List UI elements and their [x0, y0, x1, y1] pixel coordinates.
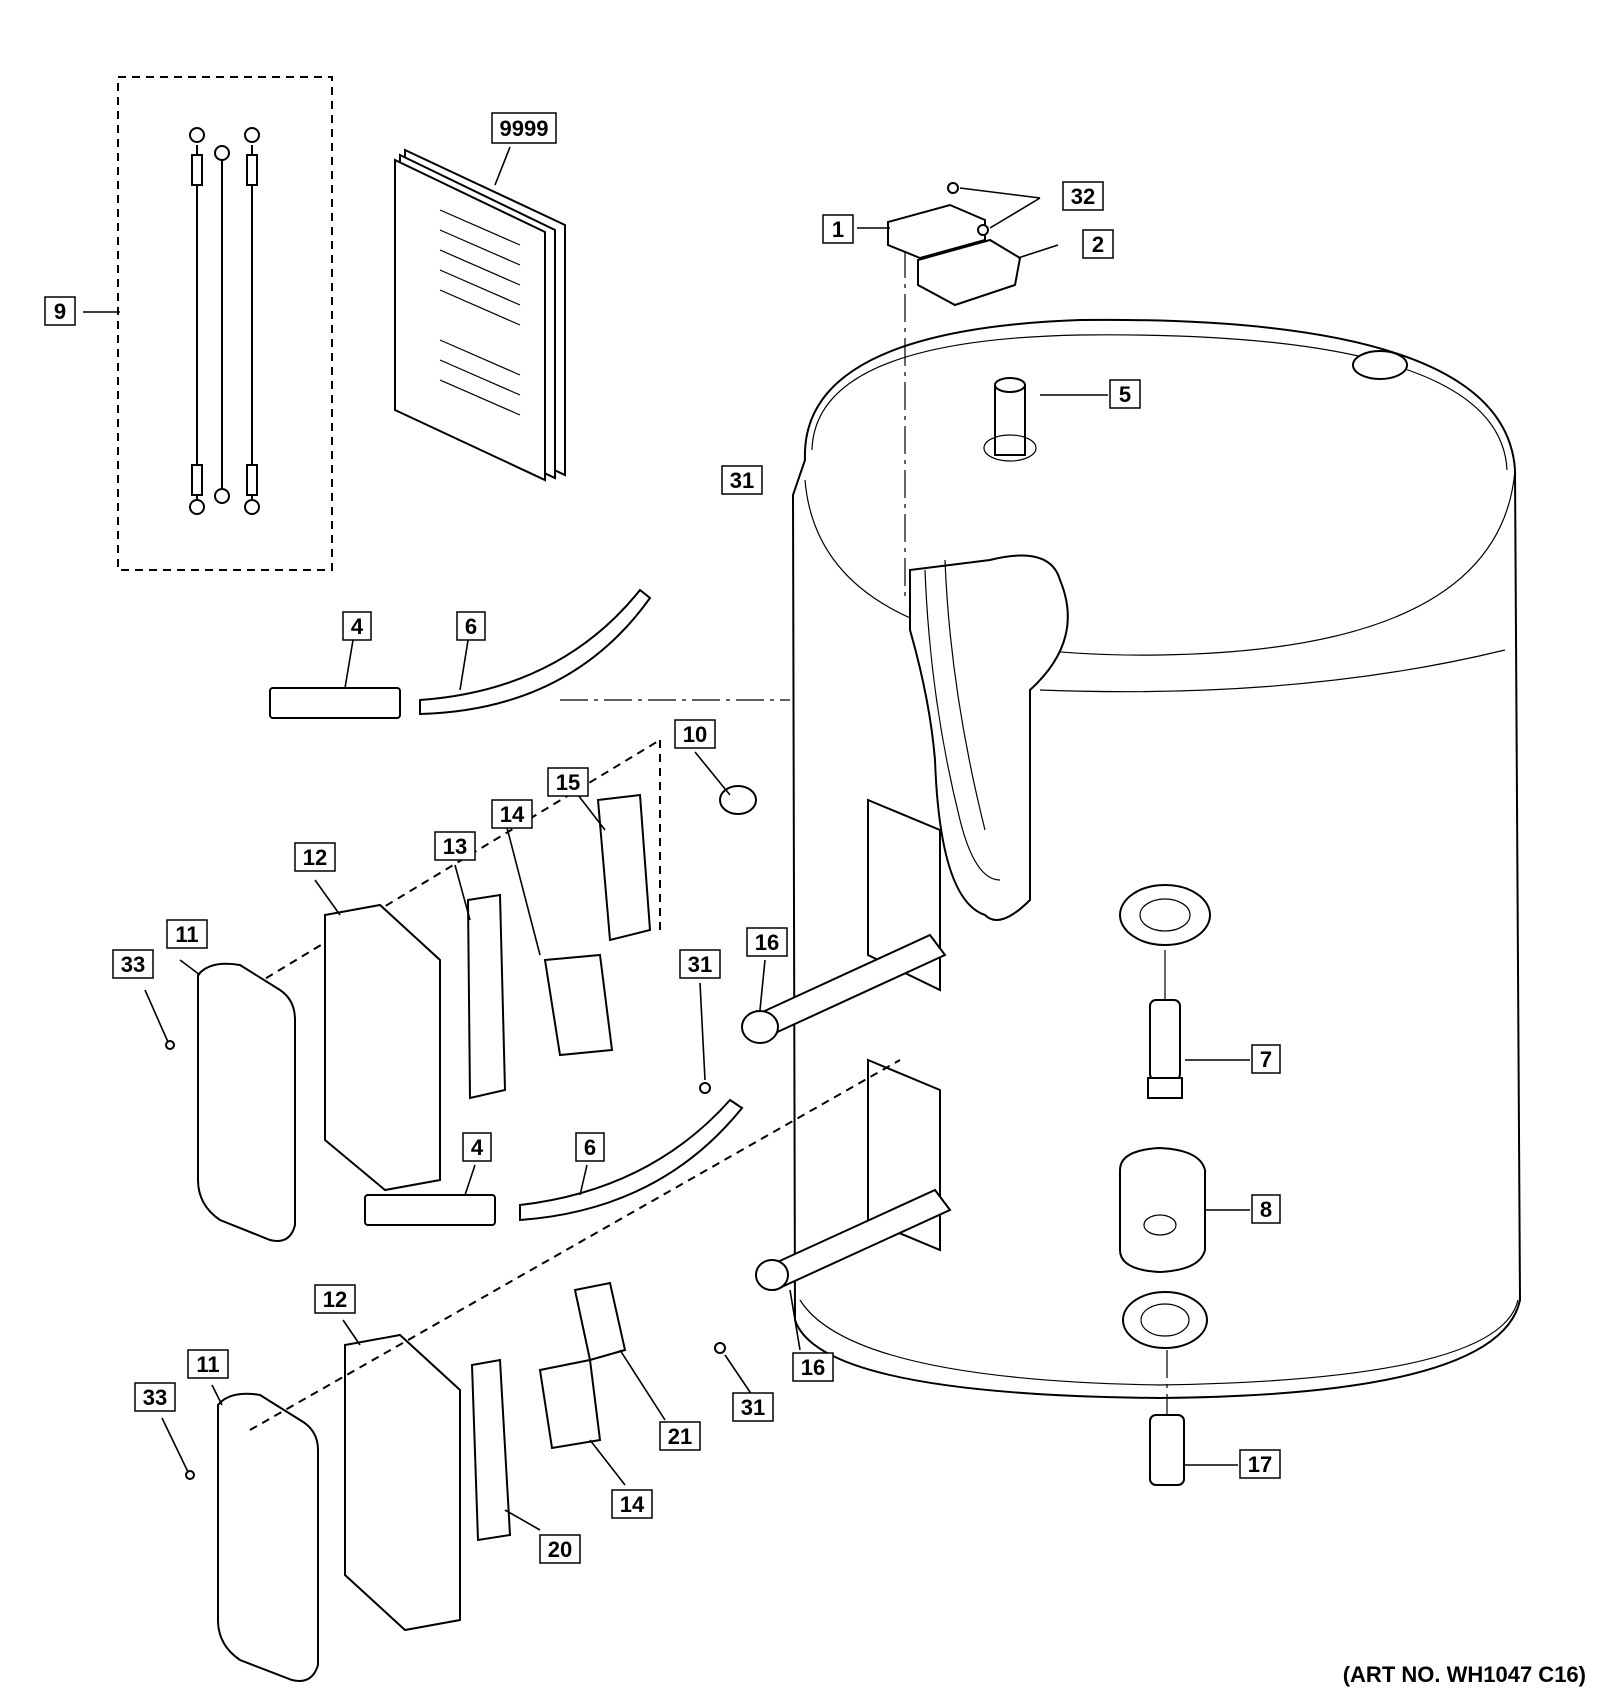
- callout-14-bottom: 14: [611, 1489, 653, 1519]
- svg-text:13: 13: [443, 834, 467, 859]
- callout-5: 5: [1109, 379, 1141, 409]
- svg-text:10: 10: [683, 722, 707, 747]
- art-number-caption: (ART NO. WH1047 C16): [1342, 1662, 1586, 1687]
- svg-text:1: 1: [832, 217, 844, 242]
- svg-text:31: 31: [730, 468, 754, 493]
- callout-17: 17: [1239, 1449, 1281, 1479]
- svg-text:33: 33: [143, 1385, 167, 1410]
- wire-kit: [117, 76, 333, 571]
- callout-labels: 1 2 32 5 9999 9 31 4 6 10 15 14 13 12 11…: [44, 112, 1281, 1564]
- svg-text:11: 11: [175, 922, 198, 947]
- svg-text:6: 6: [465, 614, 477, 639]
- svg-text:7: 7: [1260, 1047, 1272, 1072]
- svg-text:12: 12: [303, 845, 327, 870]
- callout-12-top: 12: [294, 842, 336, 872]
- upper-heating-element: [699, 933, 947, 1094]
- callout-33-top: 33: [112, 949, 154, 979]
- svg-text:8: 8: [1260, 1197, 1272, 1222]
- callout-4-mid: 4: [462, 1132, 492, 1162]
- callout-20: 20: [539, 1534, 581, 1564]
- callout-11-bottom: 11: [187, 1349, 229, 1379]
- callout-31-mid: 31: [679, 949, 721, 979]
- top-cover-assembly: [887, 182, 1022, 307]
- svg-text:16: 16: [801, 1355, 825, 1380]
- callout-14-top: 14: [491, 799, 533, 829]
- callout-15: 15: [547, 767, 589, 797]
- callout-8: 8: [1251, 1194, 1281, 1224]
- callout-10: 10: [674, 719, 716, 749]
- callout-16-bottom: 16: [792, 1352, 834, 1382]
- svg-text:32: 32: [1071, 184, 1095, 209]
- nipples-and-tubes: [269, 588, 790, 1226]
- svg-text:21: 21: [668, 1424, 692, 1449]
- svg-text:9: 9: [54, 299, 66, 324]
- svg-text:31: 31: [741, 1395, 765, 1420]
- svg-text:33: 33: [121, 952, 145, 977]
- callout-16-top: 16: [746, 927, 788, 957]
- svg-text:6: 6: [584, 1135, 596, 1160]
- callout-7: 7: [1251, 1044, 1281, 1074]
- callout-13: 13: [434, 831, 476, 861]
- callout-6-top: 6: [456, 611, 486, 641]
- svg-text:11: 11: [196, 1352, 219, 1377]
- callout-2: 2: [1082, 229, 1114, 259]
- svg-text:16: 16: [755, 930, 779, 955]
- svg-text:20: 20: [548, 1537, 572, 1562]
- callout-33-bottom: 33: [134, 1382, 176, 1412]
- svg-text:31: 31: [688, 952, 712, 977]
- svg-text:12: 12: [323, 1287, 347, 1312]
- lower-control-components: [185, 1059, 952, 1682]
- callout-6-mid: 6: [575, 1132, 605, 1162]
- callout-12-bottom: 12: [314, 1284, 356, 1314]
- callout-1: 1: [822, 214, 854, 244]
- callout-11-top: 11: [166, 919, 208, 949]
- callout-9999: 9999: [491, 112, 557, 144]
- upper-control-components: [229, 739, 757, 1100]
- svg-text:15: 15: [556, 770, 580, 795]
- callout-32: 32: [1062, 181, 1104, 211]
- svg-text:9999: 9999: [500, 116, 549, 141]
- anode-and-drain-parts: [1119, 950, 1206, 1486]
- callout-31-top: 31: [721, 465, 763, 495]
- owners-manual: [394, 148, 566, 482]
- upper-insulation-and-cover: [165, 903, 441, 1242]
- callout-9: 9: [44, 296, 76, 326]
- callout-4-top: 4: [342, 611, 372, 641]
- svg-text:17: 17: [1248, 1452, 1272, 1477]
- svg-text:5: 5: [1119, 382, 1131, 407]
- svg-text:2: 2: [1092, 232, 1104, 257]
- callout-31-bottom: 31: [732, 1392, 774, 1422]
- svg-text:14: 14: [500, 802, 525, 827]
- leader-lines: [83, 146, 1250, 1531]
- svg-text:4: 4: [471, 1135, 484, 1160]
- svg-text:14: 14: [620, 1492, 645, 1517]
- callout-21: 21: [659, 1421, 701, 1451]
- svg-text:4: 4: [351, 614, 364, 639]
